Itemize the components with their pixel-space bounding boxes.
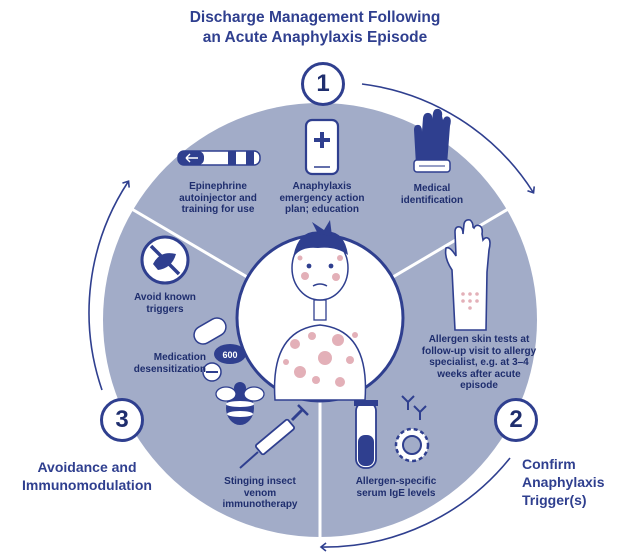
label-desensitization: Medication desensitization [133, 352, 206, 375]
rash-marks [283, 255, 358, 387]
syringe-icon [239, 404, 309, 469]
skin-test-arm-icon [444, 219, 491, 331]
title-line-1: Discharge Management Following [189, 9, 441, 26]
patient-illustration [273, 220, 367, 401]
cycle-arrow-2-to-3 [319, 457, 511, 552]
avoid-trigger-icon [140, 235, 190, 285]
medical-id-hand-icon [413, 108, 451, 173]
step-2-label: Confirm Anaphylaxis Trigger(s) [522, 456, 605, 508]
label-insect: Stinging insect venom immunotherapy [222, 476, 298, 510]
test-tube-icon [354, 400, 378, 469]
label-avoid: Avoid known triggers [134, 292, 196, 315]
pill-label: 600 [222, 350, 237, 360]
label-ige: Allergen-specific serum IgE levels [355, 476, 437, 499]
step-1-badge: 1 [301, 62, 345, 106]
bee-icon [215, 382, 265, 425]
cycle-arrow-1-to-2 [361, 83, 536, 194]
pill-icon [193, 317, 246, 382]
cycle-arrow-3-to-1 [88, 180, 130, 391]
epinephrine-pen-icon [177, 150, 261, 166]
step-3-label: Avoidance and Immunomodulation [22, 459, 152, 493]
label-skin-tests: Allergen skin tests at follow-up visit t… [421, 334, 537, 391]
antibody-icon [394, 395, 430, 463]
step-2-badge: 2 [494, 398, 538, 442]
step-3-badge: 3 [100, 398, 144, 442]
label-action-plan: Anaphylaxis emergency action plan; educa… [279, 181, 365, 215]
title-line-2: an Acute Anaphylaxis Episode [202, 29, 428, 46]
label-medical-id: Medical identification [400, 183, 464, 206]
label-epinephrine: Epinephrine autoinjector and training fo… [179, 181, 257, 215]
diagram-title: Discharge Management Following an Acute … [150, 8, 480, 48]
phone-icon [304, 118, 340, 176]
